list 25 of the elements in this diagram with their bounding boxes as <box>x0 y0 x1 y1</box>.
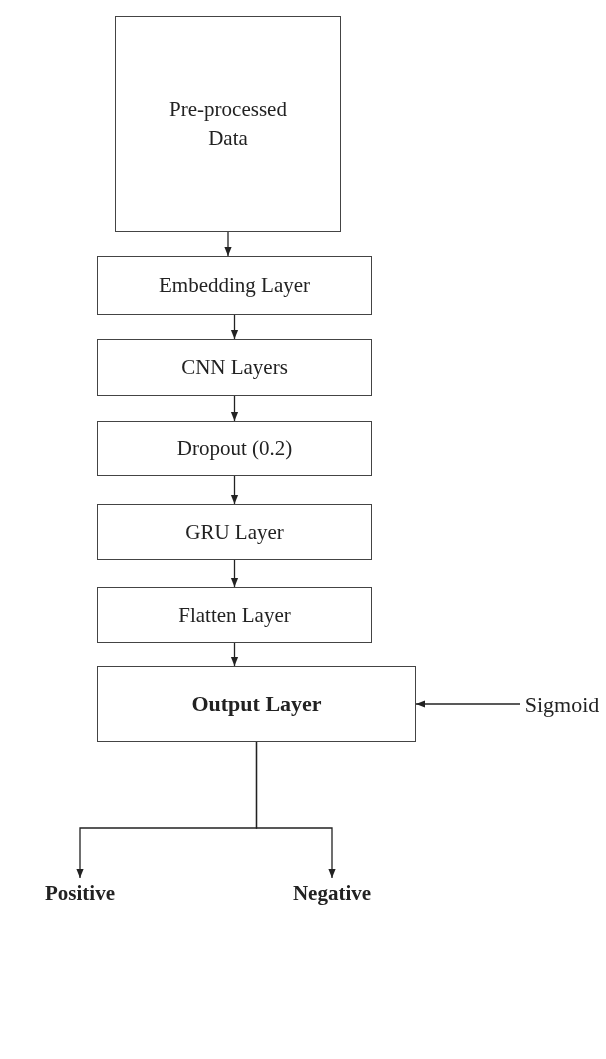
box-label: Flatten Layer <box>178 601 291 629</box>
process-box <box>97 504 372 560</box>
process-box <box>97 339 372 396</box>
box-label: Embedding Layer <box>159 272 310 300</box>
arrow <box>224 231 232 257</box>
arrow <box>230 642 239 667</box>
output-label: Positive <box>45 879 115 907</box>
box-label: Pre-processed Data <box>168 96 288 152</box>
process-box <box>97 256 372 315</box>
box-label: Output Layer <box>191 689 322 718</box>
arrow <box>230 314 239 340</box>
output-label: Negative <box>292 879 372 907</box>
process-box <box>97 421 372 476</box>
process-box <box>115 16 341 232</box>
arrow <box>415 700 521 708</box>
arrow <box>230 395 239 422</box>
process-box <box>97 587 372 643</box>
arrow <box>230 475 239 505</box>
output-label: Sigmoid <box>524 690 600 719</box>
arrow <box>230 559 239 588</box>
box-label: CNN Layers <box>181 354 288 382</box>
process-box <box>97 666 416 742</box>
box-label: Dropout (0.2) <box>176 435 293 463</box>
box-label: GRU Layer <box>185 518 284 546</box>
arrow <box>255 741 336 879</box>
